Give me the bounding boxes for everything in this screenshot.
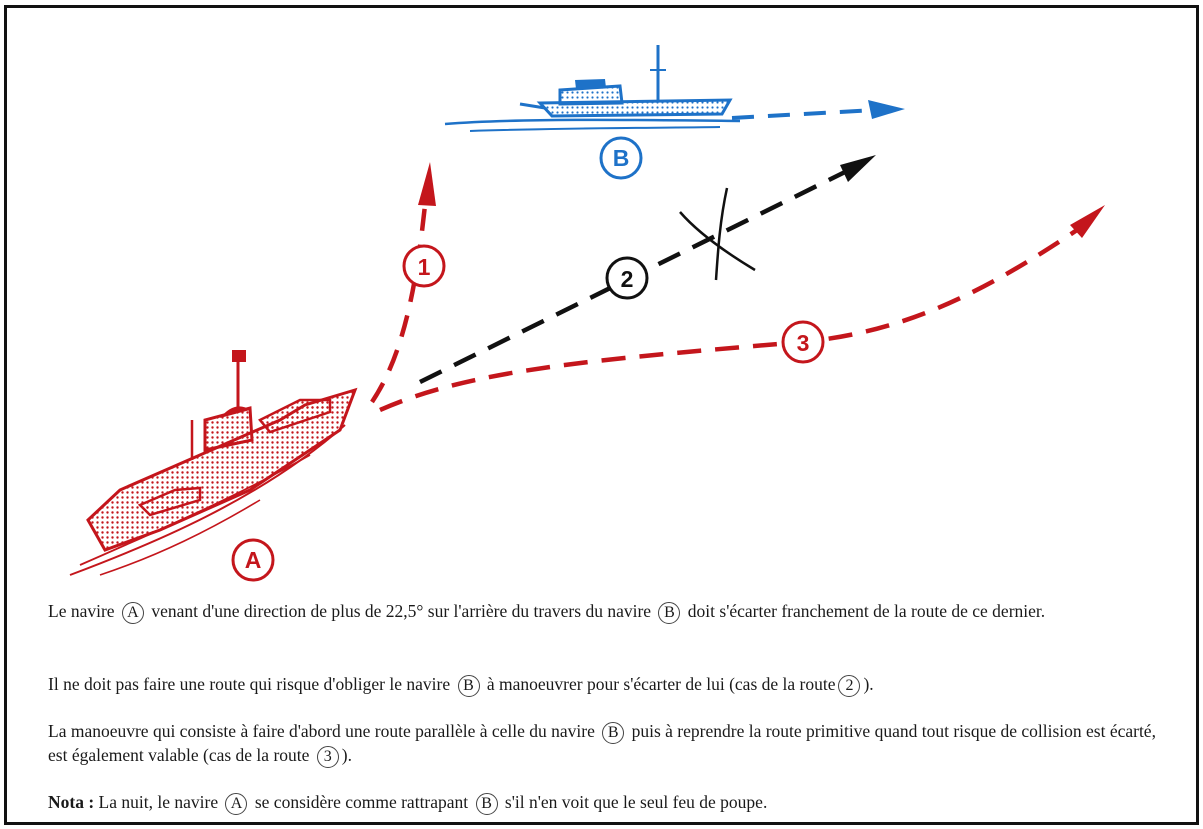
ref-route-2: 2	[838, 675, 861, 697]
collision-diagram: B A 1 2	[69, 45, 1105, 582]
cross-mark	[679, 187, 756, 281]
badge-2: 2	[605, 256, 649, 300]
p1-part-c: doit s'écarter franchement de la route d…	[687, 601, 1046, 621]
figure-frame	[4, 5, 1199, 825]
p4-part-a: La nuit, le navire	[98, 792, 219, 812]
badge-3: 3	[781, 320, 825, 364]
p4-part-c: s'il n'en voit que le seul feu de poupe.	[504, 792, 768, 812]
svg-text:2: 2	[621, 266, 634, 292]
ship-b-illustration	[444, 45, 741, 132]
p3-part-c: ).	[341, 745, 352, 765]
svg-text:1: 1	[418, 254, 431, 280]
p2-part-c: ).	[863, 674, 874, 694]
p1-part-b: venant d'une direction de plus de 22,5° …	[151, 601, 652, 621]
paragraph-nota: Nota : La nuit, le navire A se considère…	[48, 791, 1160, 815]
svg-text:B: B	[613, 145, 630, 171]
p1-part-a: Le navire	[48, 601, 115, 621]
svg-text:3: 3	[797, 330, 810, 356]
ref-ship-a: A	[225, 793, 248, 815]
ship-a-illustration	[69, 350, 358, 576]
ref-ship-b: B	[475, 793, 498, 815]
p2-part-b: à manoeuvrer pour s'écarter de lui (cas …	[486, 674, 836, 694]
route-b-arrow	[731, 100, 905, 120]
route-1-arrow	[370, 162, 436, 404]
badge-1: 1	[402, 244, 446, 288]
ref-ship-a: A	[121, 602, 144, 624]
route-3-arrow	[379, 205, 1105, 413]
ref-ship-b: B	[658, 602, 681, 624]
paragraph-1: Le navire A venant d'une direction de pl…	[48, 600, 1160, 624]
p3-part-a: La manoeuvre qui consiste à faire d'abor…	[48, 721, 595, 741]
ref-ship-b: B	[457, 675, 480, 697]
ref-route-3: 3	[316, 746, 339, 768]
badge-a: A	[231, 538, 275, 582]
nota-label: Nota :	[48, 792, 95, 812]
p4-part-b: se considère comme rattrapant	[254, 792, 469, 812]
p3-part-b: puis à reprendre la route primitive quan…	[48, 721, 1156, 765]
ref-ship-b: B	[602, 722, 625, 744]
badge-b: B	[599, 136, 643, 180]
p2-part-a: Il ne doit pas faire une route qui risqu…	[48, 674, 451, 694]
svg-text:A: A	[245, 547, 262, 573]
paragraph-3: La manoeuvre qui consiste à faire d'abor…	[48, 720, 1160, 768]
paragraph-2: Il ne doit pas faire une route qui risqu…	[48, 673, 1160, 697]
